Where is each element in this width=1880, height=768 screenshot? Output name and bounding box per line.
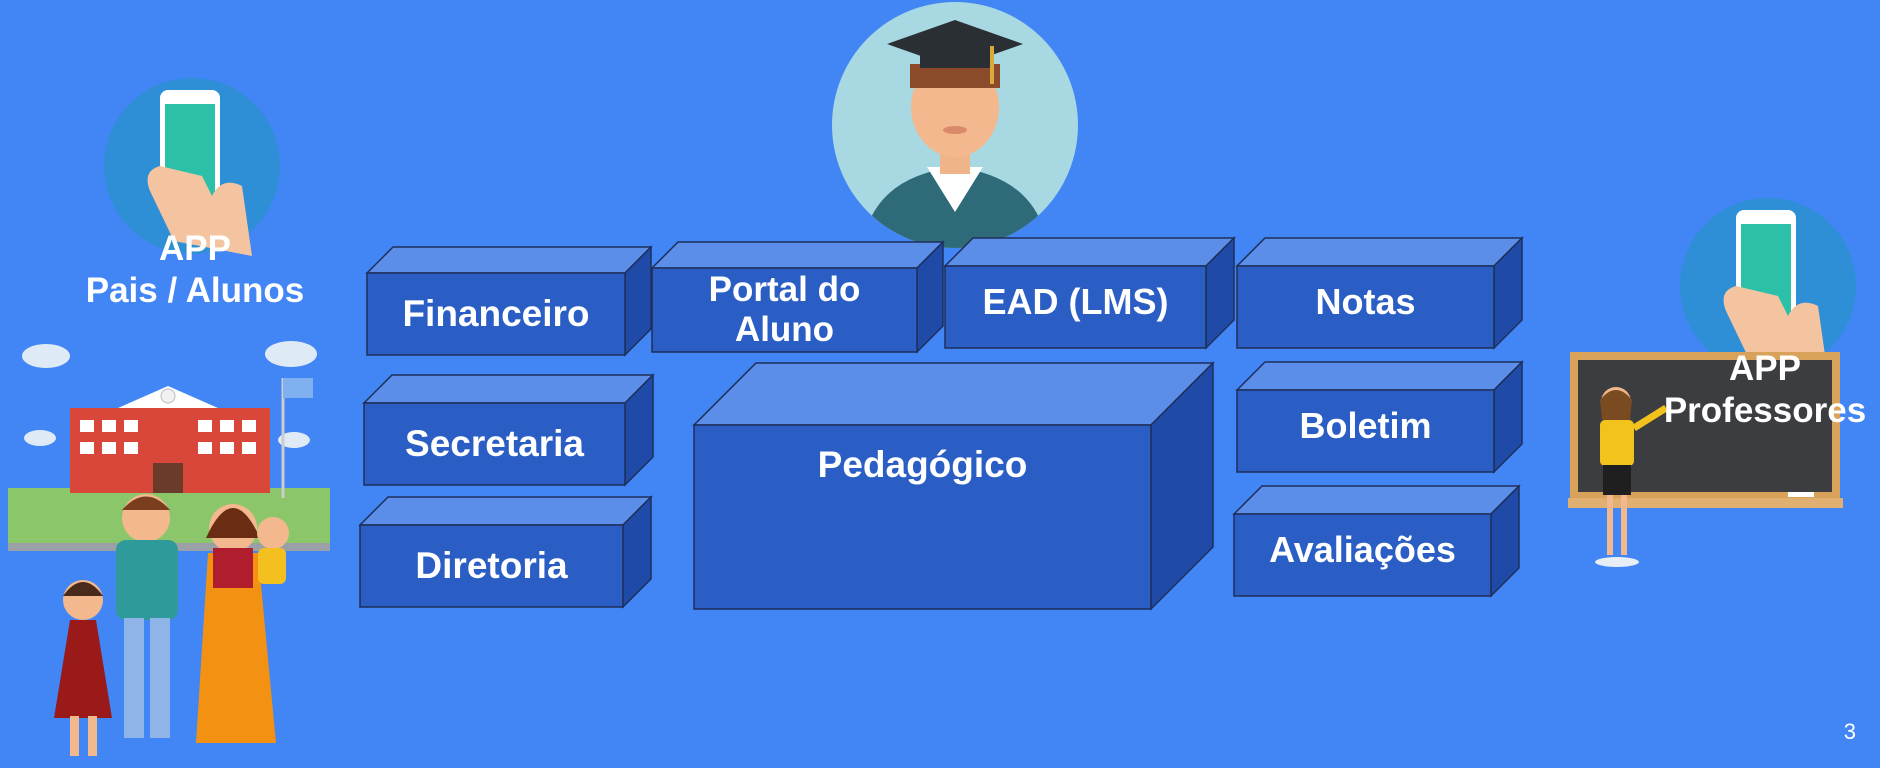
app-teachers-line2: Professores bbox=[1663, 391, 1867, 430]
module-notas[interactable]: Notas bbox=[1235, 236, 1524, 350]
module-secretaria-label: Secretaria bbox=[405, 422, 584, 464]
app-teachers-label: APP Professores bbox=[1655, 348, 1875, 432]
graduate-avatar-icon bbox=[832, 2, 1078, 248]
module-boletim-label: Boletim bbox=[1299, 405, 1432, 447]
module-portal-line2: Aluno bbox=[734, 310, 835, 349]
module-notas-label: Notas bbox=[1315, 281, 1416, 323]
module-boletim[interactable]: Boletim bbox=[1235, 360, 1524, 474]
app-parents-label: APP Pais / Alunos bbox=[60, 228, 330, 312]
module-avaliacoes[interactable]: Avaliações bbox=[1232, 484, 1521, 598]
module-financeiro[interactable]: Financeiro bbox=[365, 245, 653, 357]
module-portal-aluno[interactable]: Portal do Aluno bbox=[650, 240, 945, 356]
module-portal-line1: Portal do bbox=[708, 269, 861, 309]
teacher-chalkboard-illustration bbox=[1568, 350, 1843, 575]
module-portal-aluno-label: Portal do Aluno bbox=[652, 264, 917, 356]
module-secretaria[interactable]: Secretaria bbox=[362, 373, 655, 487]
school-family-illustration bbox=[8, 338, 330, 763]
app-teachers-line1: APP bbox=[1729, 349, 1801, 388]
module-pedagogico-label: Pedagógico bbox=[817, 443, 1028, 485]
module-diretoria[interactable]: Diretoria bbox=[358, 495, 653, 609]
module-avaliacoes-label: Avaliações bbox=[1269, 529, 1456, 571]
module-diretoria-label: Diretoria bbox=[415, 544, 568, 586]
app-parents-line1: APP bbox=[159, 229, 231, 268]
module-ead-lms[interactable]: EAD (LMS) bbox=[943, 236, 1236, 350]
module-pedagogico[interactable]: Pedagógico bbox=[692, 361, 1215, 611]
module-ead-label: EAD (LMS) bbox=[982, 281, 1169, 323]
app-parents-line2: Pais / Alunos bbox=[85, 271, 305, 310]
smartphone-hand-icon bbox=[102, 76, 282, 256]
page-number: 3 bbox=[1843, 719, 1856, 744]
module-financeiro-label: Financeiro bbox=[402, 292, 590, 334]
